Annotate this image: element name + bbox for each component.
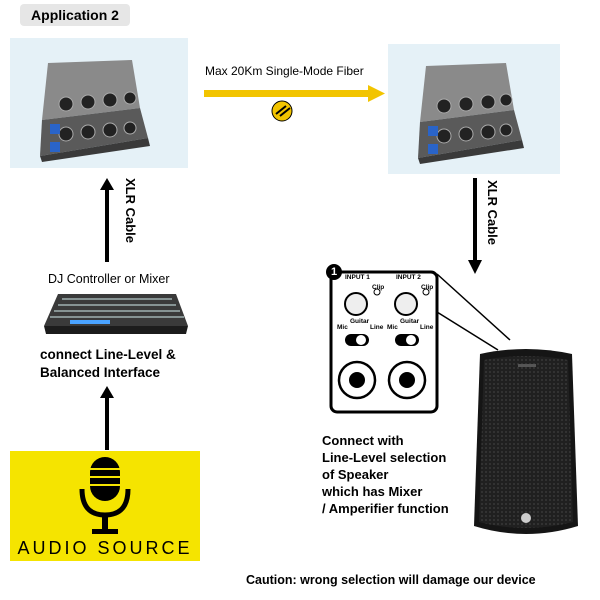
mic-label-1: Mic: [337, 324, 348, 331]
caution-text: Caution: wrong selection will damage our…: [246, 573, 536, 587]
dj-mixer-image: [44, 294, 188, 334]
audio-source-box: [10, 451, 200, 561]
mic-label-2: Mic: [387, 324, 398, 331]
interface-line-2: Balanced Interface: [40, 365, 161, 380]
audio-arrow: [100, 386, 114, 450]
dj-controller-label: DJ Controller or Mixer: [48, 272, 170, 286]
fiber-label: Max 20Km Single-Mode Fiber: [205, 64, 364, 78]
interface-text: connect Line-Level & Balanced Interface: [40, 346, 176, 382]
connect-line-1: Connect with: [322, 433, 404, 448]
fiber-arrow: [204, 85, 385, 122]
clip-label-1: Clip: [372, 284, 385, 291]
connect-line-3: of Speaker: [322, 467, 389, 482]
xlr-cable-label-right: XLR Cable: [485, 180, 500, 246]
left-device-panel: [10, 38, 188, 168]
application-title: Application 2: [20, 4, 130, 26]
line-label-2: Line: [420, 324, 434, 331]
connect-instructions: Connect with Line-Level selection of Spe…: [322, 432, 449, 517]
xlr-arrow-left: [100, 178, 114, 262]
fiber-link-icon: [271, 100, 293, 122]
xlr-cable-label-left: XLR Cable: [123, 178, 138, 244]
input-2-label: INPUT 2: [396, 274, 421, 281]
speaker-logo-icon: [521, 513, 531, 523]
right-fiber-converter: [418, 63, 524, 164]
speaker-image: [474, 349, 578, 534]
clip-label-2: Clip: [421, 284, 434, 291]
panel-number-badge: 1: [326, 264, 342, 280]
microphone-icon: [79, 457, 131, 534]
connect-line-4: which has Mixer: [322, 484, 423, 499]
speaker-input-panel: [329, 270, 511, 414]
input-1-label: INPUT 1: [345, 274, 370, 281]
connect-line-5: / Amperifier function: [322, 501, 449, 516]
right-device-panel: [388, 44, 560, 174]
line-label-1: Line: [370, 324, 384, 331]
connect-line-2: Line-Level selection: [322, 450, 447, 465]
xlr-arrow-right: [468, 178, 482, 274]
guitar-label-1: Guitar: [350, 318, 370, 325]
interface-line-1: connect Line-Level &: [40, 347, 176, 362]
audio-source-label: AUDIO SOURCE: [17, 538, 193, 558]
guitar-label-2: Guitar: [400, 318, 420, 325]
left-fiber-converter: [40, 60, 150, 162]
